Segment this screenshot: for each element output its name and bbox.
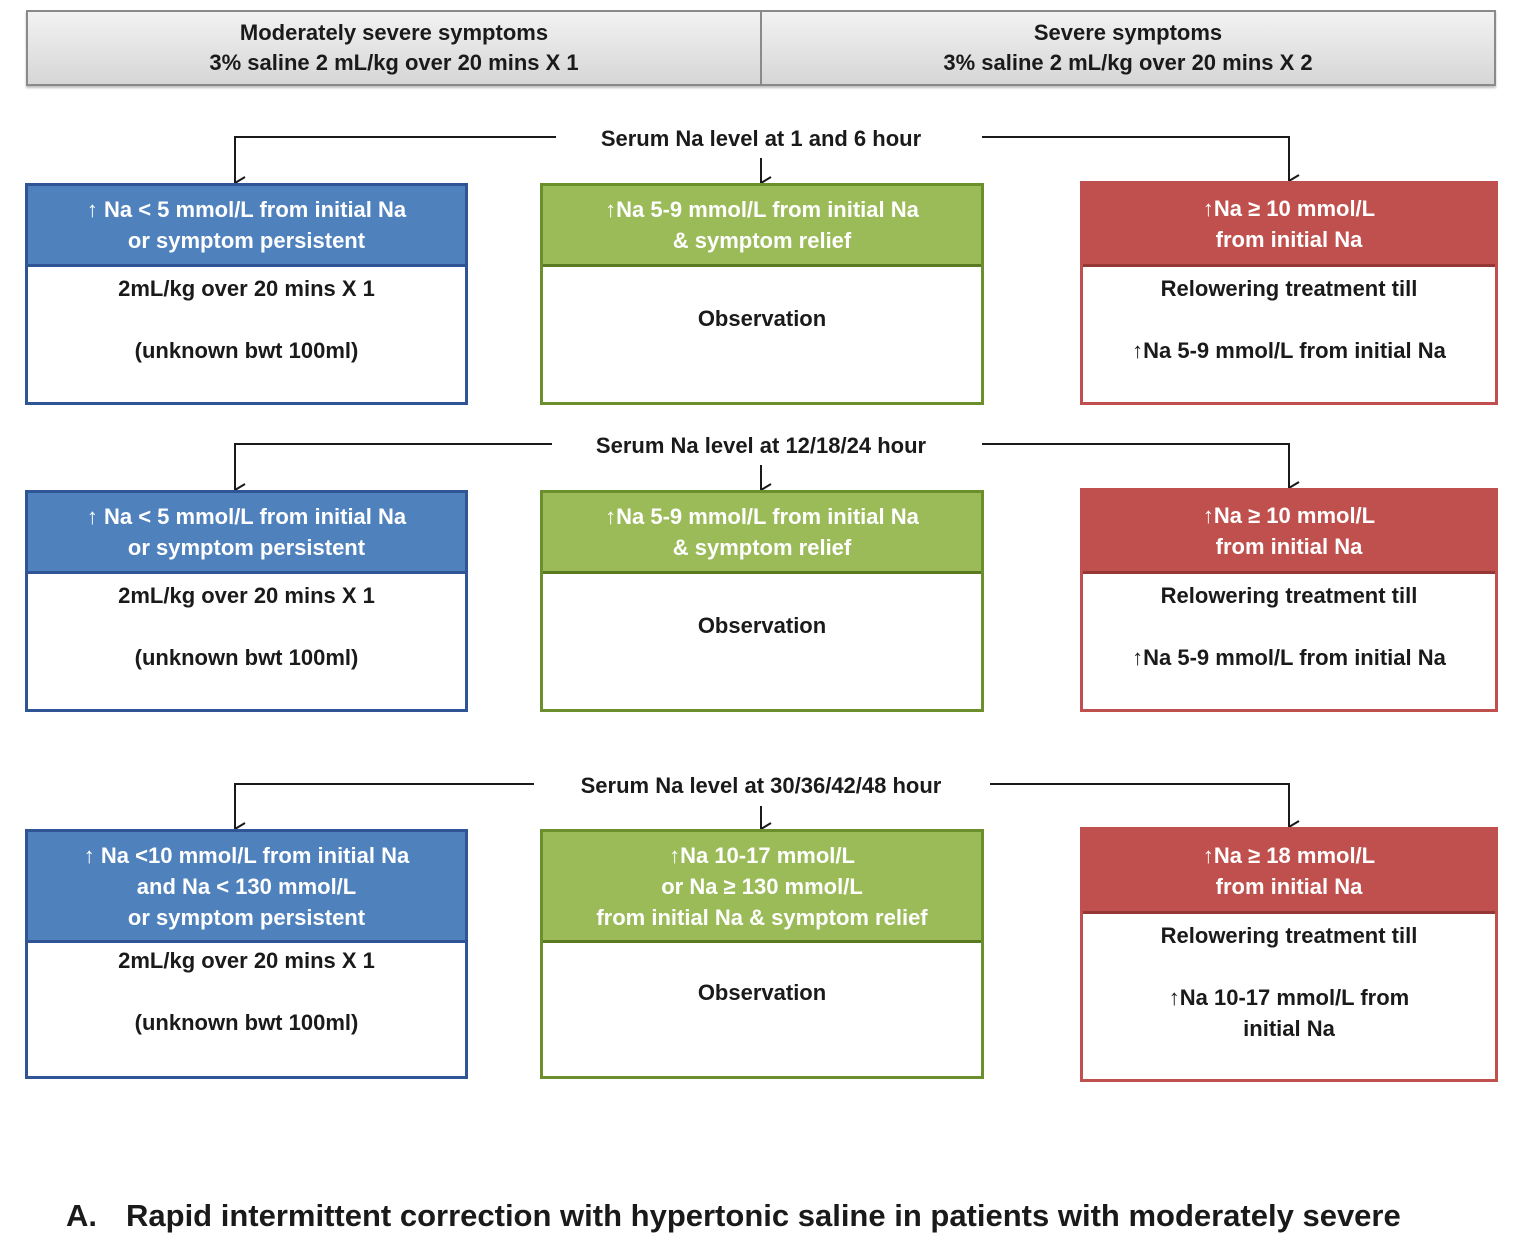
line-spacer <box>1083 951 1495 982</box>
stage-1-target-rise-action: Observation <box>543 267 981 402</box>
stage-1-high-rise-action: Relowering treatment till ↑Na 5-9 mmol/L… <box>1083 267 1495 402</box>
action-line: 2mL/kg over 20 mins X 1 <box>118 583 375 608</box>
caption-letter: A. <box>66 1198 97 1233</box>
condition-line: ↑Na ≥ 10 mmol/L <box>1202 503 1376 528</box>
line-spacer <box>1083 611 1495 642</box>
line-spacer <box>1083 304 1495 335</box>
action-line: Observation <box>697 306 827 331</box>
action-line: Relowering treatment till <box>1160 276 1418 301</box>
stage-2-label: Serum Na level at 12/18/24 hour <box>577 431 945 461</box>
stage-3-label: Serum Na level at 30/36/42/48 hour <box>562 771 960 801</box>
condition-line: ↑ Na < 5 mmol/L from initial Na <box>86 504 407 529</box>
stage-2-low-rise-action: 2mL/kg over 20 mins X 1 (unknown bwt 100… <box>28 574 465 709</box>
stage-3-low-rise-action: 2mL/kg over 20 mins X 1 (unknown bwt 100… <box>28 943 465 1076</box>
condition-line: ↑Na 5-9 mmol/L from initial Na <box>605 197 919 222</box>
condition-line: or symptom persistent <box>127 904 366 930</box>
action-line: Relowering treatment till <box>1160 583 1418 608</box>
stage-2-target-rise-box: ↑Na 5-9 mmol/L from initial Na & symptom… <box>540 490 984 712</box>
condition-line: ↑Na 10-17 mmol/L <box>669 842 855 868</box>
stage-3-target-rise-action: Observation <box>543 943 981 1076</box>
severe-dose: 3% saline 2 mL/kg over 20 mins X 2 <box>943 50 1313 75</box>
line-spacer <box>28 304 465 335</box>
symptom-severity-header: Moderately severe symptoms 3% saline 2 m… <box>26 10 1496 86</box>
caption-text: Rapid intermittent correction with hyper… <box>126 1198 1401 1233</box>
condition-line: or symptom persistent <box>127 535 366 560</box>
stage-3-target-rise-box: ↑Na 10-17 mmol/L or Na ≥ 130 mmol/L from… <box>540 829 984 1079</box>
stage-1-low-rise-condition: ↑ Na < 5 mmol/L from initial Na or sympt… <box>28 186 465 267</box>
action-line: ↑Na 5-9 mmol/L from initial Na <box>1132 645 1446 670</box>
condition-line: & symptom relief <box>672 228 852 253</box>
action-line: Relowering treatment till <box>1160 923 1418 948</box>
condition-line: from initial Na <box>1215 534 1363 559</box>
condition-line: ↑Na ≥ 18 mmol/L <box>1202 842 1376 868</box>
action-line: (unknown bwt 100ml) <box>134 645 359 670</box>
line-spacer <box>28 976 465 1007</box>
stage-2-high-rise-box: ↑Na ≥ 10 mmol/L from initial Na Reloweri… <box>1080 488 1498 712</box>
stage-3-high-rise-condition: ↑Na ≥ 18 mmol/L from initial Na <box>1083 830 1495 914</box>
stage-2-target-rise-action: Observation <box>543 574 981 709</box>
condition-line: ↑Na ≥ 10 mmol/L <box>1202 196 1376 221</box>
stage-1-high-rise-box: ↑Na ≥ 10 mmol/L from initial Na Reloweri… <box>1080 181 1498 405</box>
stage-1-label: Serum Na level at 1 and 6 hour <box>582 124 940 154</box>
action-line: Observation <box>697 613 827 638</box>
figure-caption: A. Rapid intermittent correction with hyp… <box>66 1196 1401 1236</box>
stage-3-high-rise-action: Relowering treatment till ↑Na 10-17 mmol… <box>1083 914 1495 1079</box>
severe-title: Severe symptoms <box>1033 20 1223 45</box>
moderately-severe-dose: 3% saline 2 mL/kg over 20 mins X 1 <box>209 50 579 75</box>
stage-2-low-rise-condition: ↑ Na < 5 mmol/L from initial Na or sympt… <box>28 493 465 574</box>
condition-line: ↑Na 5-9 mmol/L from initial Na <box>605 504 919 529</box>
stage-3-low-rise-box: ↑ Na <10 mmol/L from initial Na and Na <… <box>25 829 468 1079</box>
stage-1-low-rise-box: ↑ Na < 5 mmol/L from initial Na or sympt… <box>25 183 468 405</box>
stage-2-high-rise-action: Relowering treatment till ↑Na 5-9 mmol/L… <box>1083 574 1495 709</box>
condition-line: ↑ Na <10 mmol/L from initial Na <box>83 842 410 868</box>
stage-3-low-rise-condition: ↑ Na <10 mmol/L from initial Na and Na <… <box>28 832 465 943</box>
action-line: 2mL/kg over 20 mins X 1 <box>118 948 375 973</box>
moderately-severe-title: Moderately severe symptoms <box>239 20 549 45</box>
action-line: ↑Na 5-9 mmol/L from initial Na <box>1132 338 1446 363</box>
stage-1-target-rise-box: ↑Na 5-9 mmol/L from initial Na & symptom… <box>540 183 984 405</box>
action-line: ↑Na 10-17 mmol/L from <box>1168 985 1410 1010</box>
line-spacer <box>28 611 465 642</box>
stage-2-target-rise-condition: ↑Na 5-9 mmol/L from initial Na & symptom… <box>543 493 981 574</box>
severe-cell: Severe symptoms 3% saline 2 mL/kg over 2… <box>760 12 1494 84</box>
action-line: 2mL/kg over 20 mins X 1 <box>118 276 375 301</box>
stage-3-high-rise-box: ↑Na ≥ 18 mmol/L from initial Na Reloweri… <box>1080 827 1498 1082</box>
stage-1-target-rise-condition: ↑Na 5-9 mmol/L from initial Na & symptom… <box>543 186 981 267</box>
condition-line: or symptom persistent <box>127 228 366 253</box>
stage-1-low-rise-action: 2mL/kg over 20 mins X 1 (unknown bwt 100… <box>28 267 465 402</box>
condition-line: from initial Na <box>1215 873 1363 899</box>
stage-2-low-rise-box: ↑ Na < 5 mmol/L from initial Na or sympt… <box>25 490 468 712</box>
stage-2-high-rise-condition: ↑Na ≥ 10 mmol/L from initial Na <box>1083 491 1495 574</box>
action-line: (unknown bwt 100ml) <box>134 1010 359 1035</box>
condition-line: from initial Na & symptom relief <box>596 904 928 930</box>
condition-line: or Na ≥ 130 mmol/L <box>661 873 863 899</box>
condition-line: & symptom relief <box>672 535 852 560</box>
stage-3-target-rise-condition: ↑Na 10-17 mmol/L or Na ≥ 130 mmol/L from… <box>543 832 981 943</box>
action-line: Observation <box>697 980 827 1005</box>
condition-line: from initial Na <box>1215 227 1363 252</box>
action-line: initial Na <box>1243 1016 1335 1041</box>
stage-1-high-rise-condition: ↑Na ≥ 10 mmol/L from initial Na <box>1083 184 1495 267</box>
moderately-severe-cell: Moderately severe symptoms 3% saline 2 m… <box>28 12 760 84</box>
condition-line: and Na < 130 mmol/L <box>136 873 357 899</box>
condition-line: ↑ Na < 5 mmol/L from initial Na <box>86 197 407 222</box>
action-line: (unknown bwt 100ml) <box>134 338 359 363</box>
